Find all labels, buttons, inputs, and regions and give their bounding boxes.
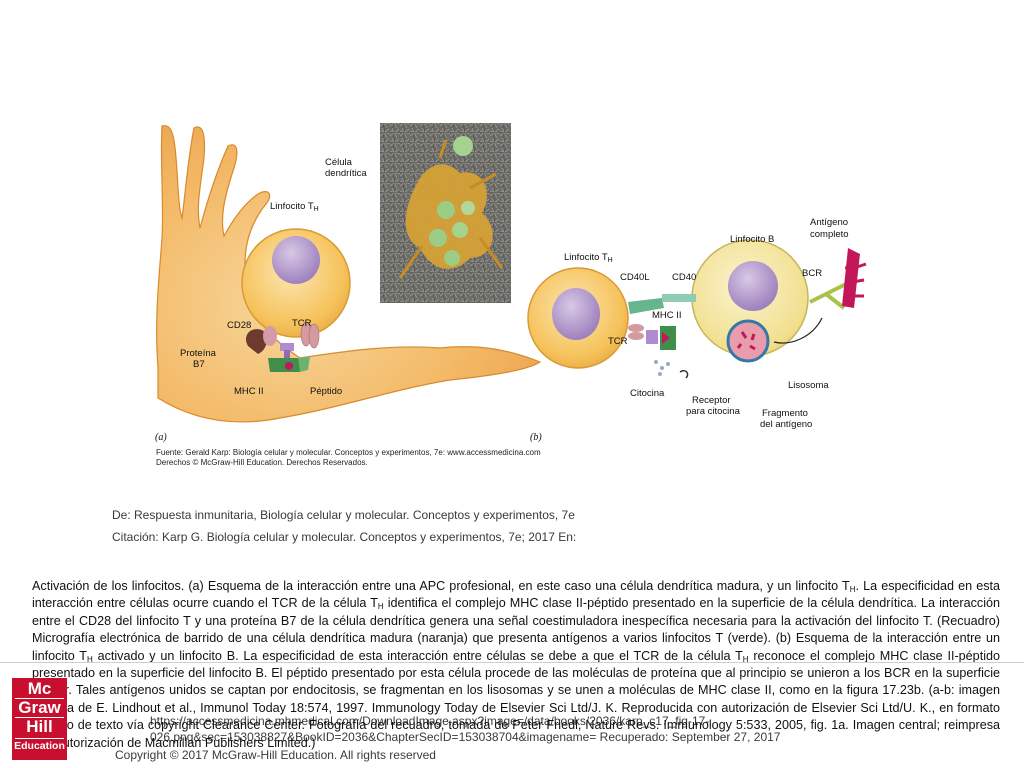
ghost-url-2[interactable]: 026.png&sec=153038827&BookID=2036&Chapte… [150, 730, 781, 744]
bcr-antigen [773, 248, 867, 344]
label-linfocito-th-sub: H [608, 257, 613, 264]
logo-line-4: Education [14, 740, 65, 752]
logo-rule-1 [15, 698, 64, 699]
label-tcr-b: TCR [608, 336, 628, 347]
caption-part-3: identifica el complejo MHC clase II-pépt… [32, 596, 1001, 663]
label-citocina: Citocina [630, 388, 665, 399]
label-linfocito-th-main: Linfocito T [564, 252, 608, 263]
t-lymphocyte-b [527, 267, 629, 369]
label-linfocito-a: Linfocito TH [270, 201, 319, 213]
inset-micrograph [380, 123, 511, 303]
panel-letter-b: (b) [530, 432, 542, 443]
logo-line-1: Mc [27, 679, 52, 698]
label-linfocito-th: Linfocito TH [564, 252, 613, 264]
ghost-de: De: Respuesta inmunitaria, Biología celu… [112, 508, 575, 522]
figure-source-line2: Derechos © McGraw-Hill Education. Derech… [156, 458, 368, 467]
ghost-citacion: Citación: Karp G. Biología celular y mol… [112, 530, 577, 544]
logo-line-2: Graw [18, 698, 61, 717]
label-peptido: Péptido [310, 386, 342, 397]
receptor-complex-a [245, 321, 320, 372]
caption-sub-1: H [849, 585, 856, 594]
caption-sub-3: H [86, 654, 93, 664]
panel-letter-a: (a) [155, 432, 167, 443]
figure-caption: Activación de los linfocitos. (a) Esquem… [32, 578, 1000, 752]
label-linfocito-b: Linfocito B [730, 234, 774, 245]
t-lymphocyte-a [241, 228, 351, 338]
caption-sub-4: H [742, 654, 749, 664]
label-linfocito-a-sub: H [314, 206, 319, 213]
figure: Célula dendrítica Linfocito TH CD28 TCR … [150, 118, 870, 463]
label-lisosoma: Lisosoma [788, 380, 829, 391]
label-antigeno-2: completo [810, 229, 849, 240]
receptor-complex-b [628, 294, 696, 379]
label-receptor-2: para citocina [686, 406, 741, 417]
caption-part-5: reconoce el complejo MHC clase II-péptid… [32, 648, 1000, 750]
label-celula-2: dendrítica [325, 168, 367, 179]
b-lymphocyte [691, 239, 809, 363]
label-fragmento-2: del antígeno [760, 419, 812, 430]
label-mhc-b: MHC II [652, 310, 682, 321]
label-receptor-1: Receptor [692, 395, 731, 406]
label-cd28: CD28 [227, 320, 251, 331]
label-antigeno-1: Antígeno [810, 217, 848, 228]
label-celula-1: Célula [325, 157, 353, 168]
logo-rule-3 [15, 738, 64, 739]
label-fragmento-1: Fragmento [762, 408, 808, 419]
logo-rule-2 [15, 717, 64, 718]
figure-artwork: Célula dendrítica Linfocito TH CD28 TCR … [155, 123, 867, 443]
label-mhc-a: MHC II [234, 386, 264, 397]
label-tcr-a: TCR [292, 318, 312, 329]
footer-divider [0, 662, 1024, 663]
label-bcr: BCR [802, 268, 822, 279]
label-proteina-1: Proteína [180, 348, 217, 359]
figure-source-line1: Fuente: Gerald Karp: Biología celular y … [156, 448, 541, 457]
mcgraw-hill-logo: Mc Graw Hill Education [12, 678, 67, 760]
ghost-copyright: Copyright © 2017 McGraw-Hill Education. … [115, 748, 436, 762]
caption-part-2: . La especificidad en esta interacción e… [32, 579, 1001, 611]
label-proteina-2: B7 [193, 359, 205, 370]
figure-source: Fuente: Gerald Karp: Biología celular y … [156, 448, 856, 468]
ghost-url-1[interactable]: https://accessmedicina.mhmedical.com/Dow… [150, 714, 710, 728]
logo-line-3: Hill [26, 717, 53, 736]
caption-part-1: Activación de los linfocitos. (a) Esquem… [32, 579, 850, 593]
label-cd40l: CD40L [620, 272, 650, 283]
label-cd40: CD40 [672, 272, 696, 283]
caption-part-4: activado y un linfocito B. La especifici… [92, 648, 743, 663]
caption-sub-2: H [377, 602, 384, 612]
label-linfocito-a-main: Linfocito T [270, 201, 314, 212]
